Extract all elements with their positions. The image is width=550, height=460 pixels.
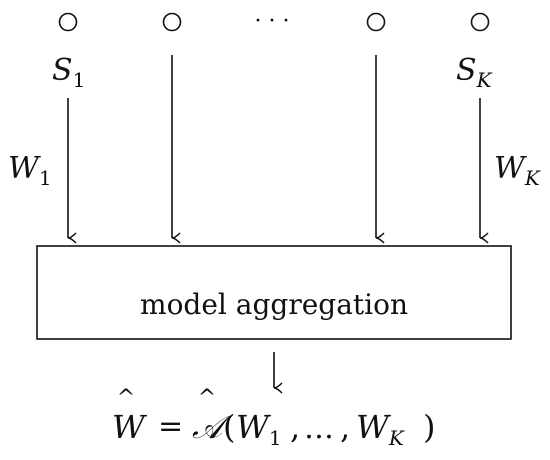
source-label-k: SK (456, 53, 493, 92)
aggregation-box (36, 245, 512, 340)
formula-comma-1: , (290, 408, 300, 446)
formula-dots: … (304, 411, 334, 446)
weight-label-k: WK (494, 151, 541, 190)
source-node-k (470, 12, 490, 32)
ellipsis-top: · · · (255, 9, 290, 34)
aggregation-box-label: model aggregation (140, 288, 408, 321)
formula-arg-k: WK (356, 408, 405, 450)
formula-equals: = (158, 409, 183, 444)
formula-lhs: W (112, 408, 148, 446)
formula-open-paren: ( (223, 408, 235, 446)
formula-arg-1: W1 (236, 408, 282, 450)
formula-comma-2: , (340, 408, 350, 446)
formula-hat-a: ^ (198, 386, 216, 411)
formula-hat-w: ^ (117, 386, 135, 411)
source-node-3 (366, 12, 386, 32)
source-node-1 (58, 12, 78, 32)
output-formula: ^ W = ^ 𝒜 ( W1 , … , WK ) (112, 386, 435, 450)
formula-close-paren: ) (423, 408, 435, 446)
source-node-2 (162, 12, 182, 32)
source-label-1: S1 (52, 53, 85, 92)
weight-label-1: W1 (8, 151, 52, 190)
